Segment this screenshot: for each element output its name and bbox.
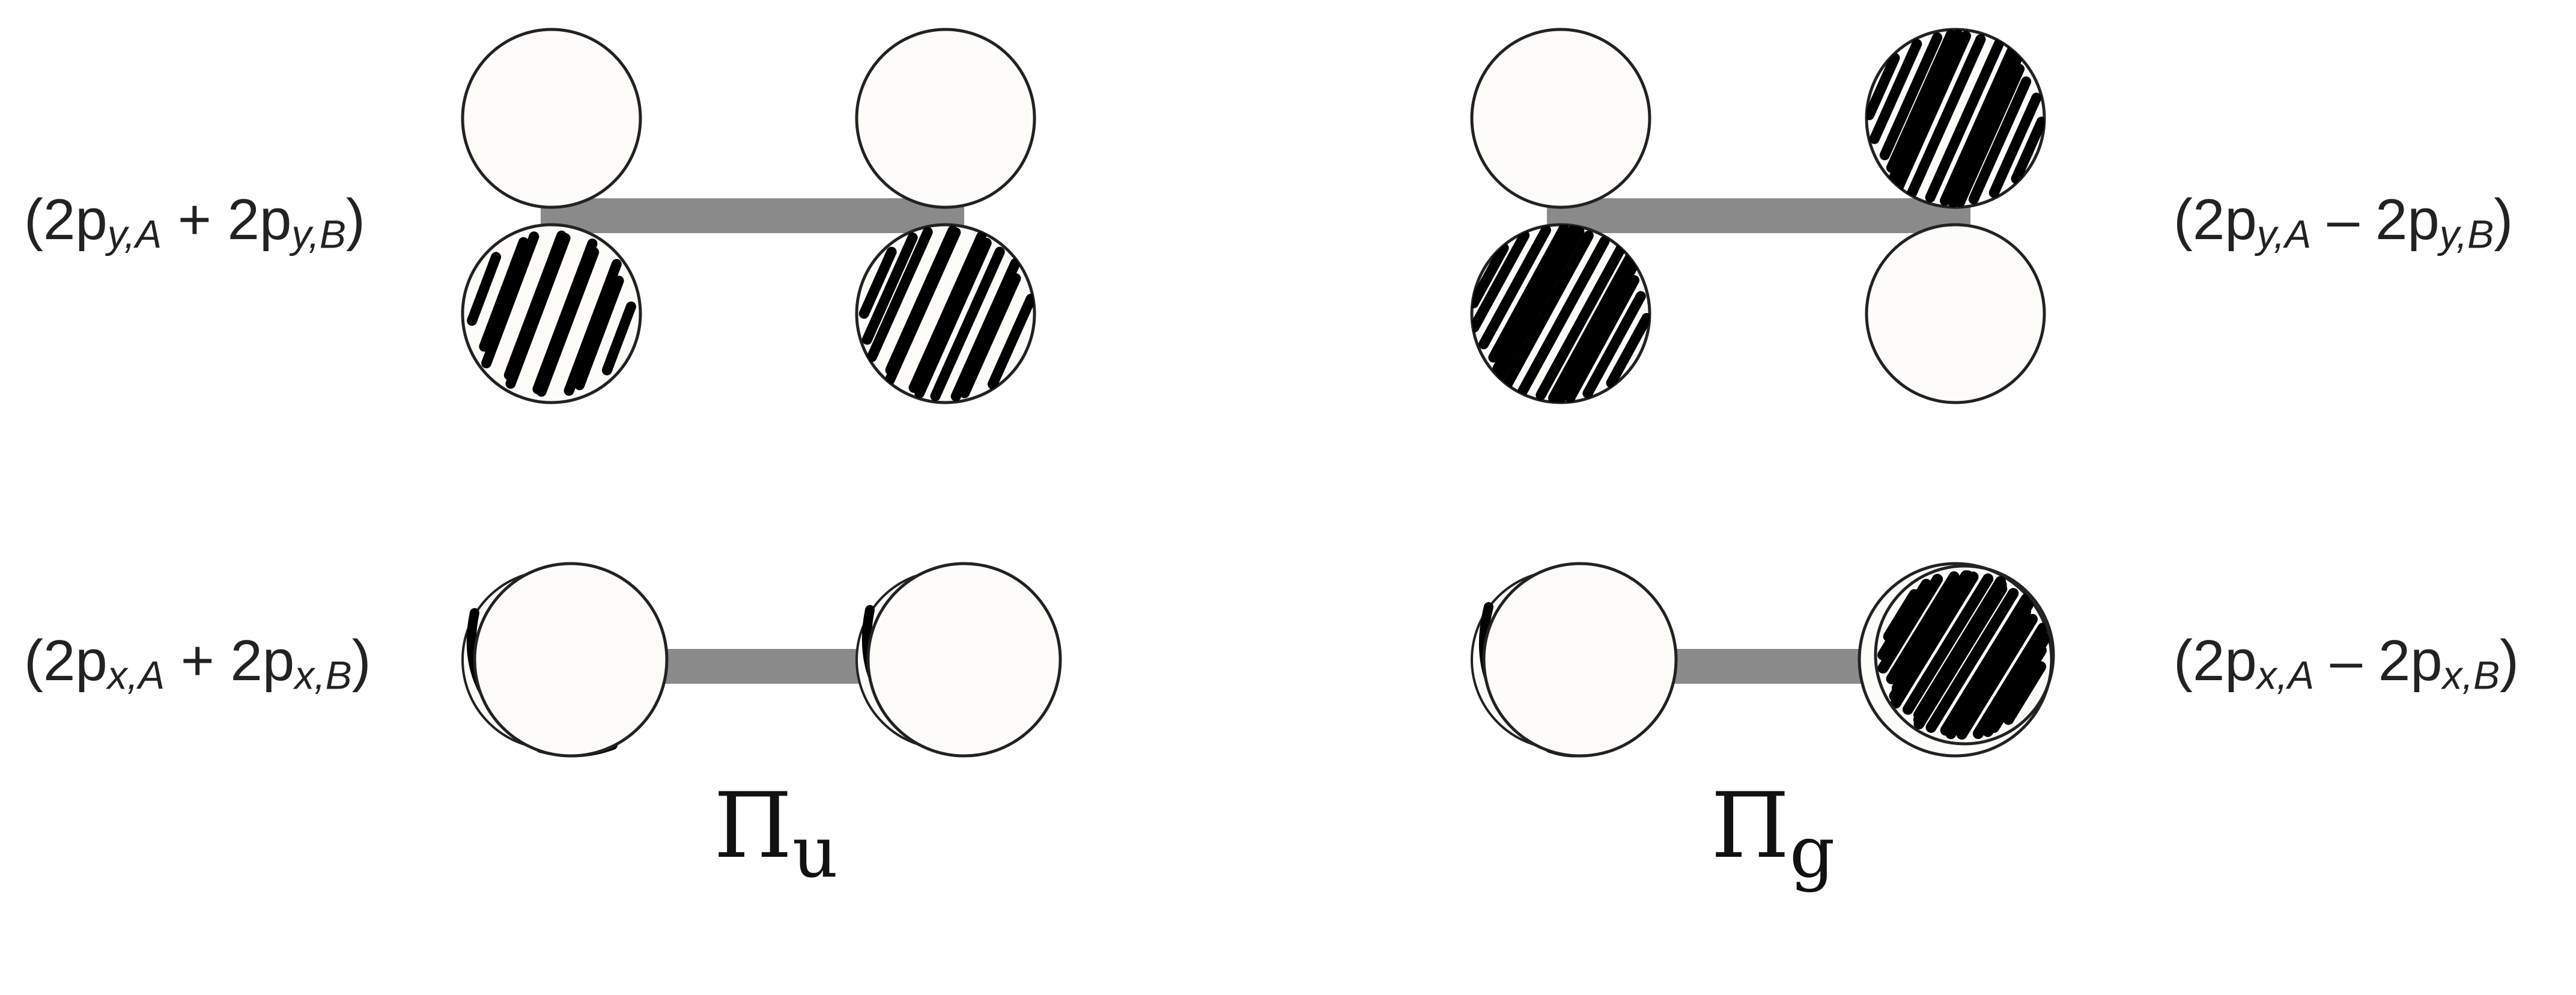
hatch-stroke [1536,243,1626,401]
hatch-stroke [950,258,1021,402]
label-py-sum: (2py,A + 2py,B) [24,187,365,257]
hatch-stroke [1886,29,1956,173]
hatch-stroke [1956,613,2038,740]
hatch-stroke [1877,574,1943,674]
hatch-stroke [1582,291,1646,399]
hatch-stroke [1472,243,1509,309]
hatch-stroke [1945,606,2032,740]
hatch-stroke [1988,645,2047,733]
hatch-stroke [479,237,529,352]
hatch-stroke [1886,571,1960,684]
bond-axis [631,649,901,684]
shaded-lobe-bottom-a [1472,225,1650,403]
hatch-stroke [1492,225,1579,374]
symmetry-label-pi-u: Πu [714,774,838,894]
hatch-stroke [1879,32,1943,160]
lobe-front-b [866,562,1062,758]
bond-axis [1547,198,1970,233]
hatch-stroke [1488,225,1569,363]
hatch-stroke [930,246,1005,401]
hatch-stroke [1502,230,1594,390]
lobe-bottom-b [1865,223,2046,404]
hatch-stroke [1565,275,1639,403]
bond-axis [1646,649,1910,684]
hatch-stroke [601,301,636,376]
lobe-front-a [473,562,669,758]
shaded-lobe-top-b [1867,29,2044,207]
label-px-diff: (2px,A – 2px,B) [2174,628,2519,698]
hatch-stroke [1894,31,1971,192]
hatch-stroke [959,273,1021,398]
hatch-stroke [1907,34,1986,198]
lobe-bottom-a [461,223,642,404]
lobe-front-a [1482,562,1678,758]
hatch-stroke [1913,583,2008,729]
pi-u-py-orbital [461,28,1036,404]
pi-g-py-orbital [1470,28,2046,404]
pi-u-px-orbital [461,562,1062,758]
hatch-stroke [1988,93,2042,198]
hatch-stroke [2003,661,2047,725]
hatch-stroke [1948,53,2023,207]
hatch-stroke [1955,64,2025,207]
hatch-stroke [1968,76,2032,205]
symmetry-label-pi-g: Πg [1711,774,1835,894]
hatch-stroke [1888,29,1963,183]
hatch-stroke [987,294,1034,389]
shaded-lobe-front-b [1877,570,2051,740]
hatch-stroke [1606,312,1650,388]
hatch-stroke [1925,588,2019,733]
hatch-stroke [1890,571,1979,709]
hatch-stroke [564,259,622,396]
hatch-stroke [536,247,600,397]
hatch-stroke [1517,236,1610,396]
hatch-stroke [1869,38,1922,144]
hatch-stroke [1548,252,1636,403]
shaded-lobe-bottom-b [858,225,1034,402]
hatch-stroke [1555,262,1638,403]
hatch-stroke [1925,39,2004,203]
hatch-stroke [2011,117,2044,184]
hatch-stroke [866,227,933,362]
bond-axis [541,198,964,233]
lobe-top-b [855,28,1036,209]
hatch-stroke [481,231,539,368]
hatch-stroke [1867,53,1900,120]
hatch-stroke [861,233,918,345]
hatch-stroke [1940,45,2017,206]
lobe-top-a [1470,28,1651,209]
hatch-stroke [505,233,571,389]
hatch-stroke [858,246,897,319]
hatch-stroke [1494,226,1585,383]
hatch-stroke [884,227,961,386]
hatch-stroke [908,231,986,393]
hatch-stroke [1472,230,1530,333]
pi-g-px-orbital [1471,562,2055,758]
hatch-stroke [1478,225,1551,350]
hatch-stroke [914,237,992,398]
label-px-sum: (2px,A + 2px,B) [24,628,371,698]
hatch-stroke [467,252,502,326]
label-py-diff: (2py,A – 2py,B) [2174,187,2514,257]
shaded-lobe-bottom-a [467,230,636,397]
hatch-stroke [1877,579,1932,661]
hatch-stroke [574,275,624,391]
hatch-stroke [1903,573,1994,715]
lobe-top-a [461,28,642,209]
hatch-stroke [1972,622,2049,739]
lobe-front-b-outline [1874,564,2055,746]
